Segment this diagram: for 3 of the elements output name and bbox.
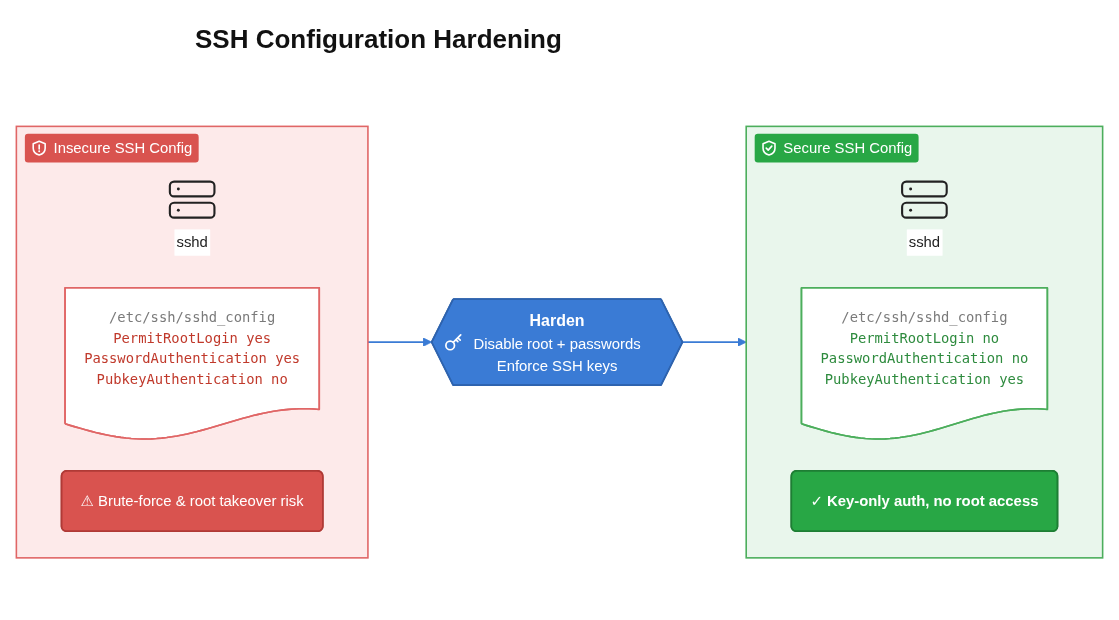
diagram-title: SSH Configuration Hardening bbox=[195, 24, 562, 55]
arrow bbox=[367, 337, 433, 347]
arrow bbox=[681, 337, 747, 347]
